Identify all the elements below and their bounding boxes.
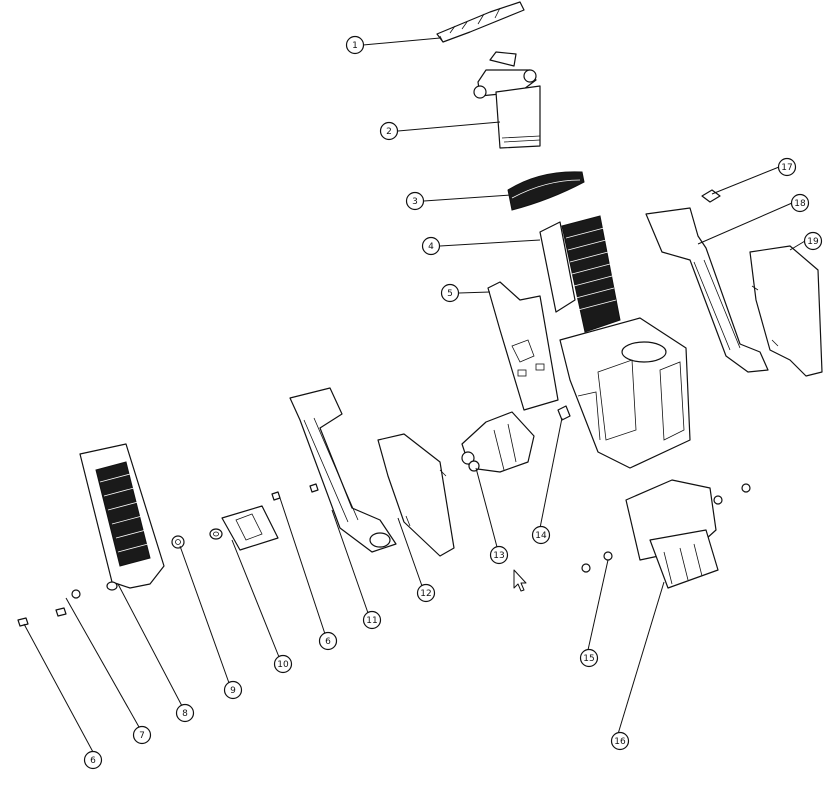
part-side-cover-right (749, 245, 823, 377)
part-washer-15c (713, 495, 723, 505)
callout-label: 6 (90, 756, 96, 766)
callout-6: 6 (83, 750, 103, 770)
callout-8: 8 (175, 703, 195, 723)
callout-3: 3 (405, 191, 425, 211)
callout-label: 13 (493, 551, 504, 561)
part-screw-7 (55, 607, 67, 617)
part-washer-10 (209, 528, 223, 540)
callout-9: 9 (223, 680, 243, 700)
callout-16: 16 (610, 731, 630, 751)
part-main-body (539, 215, 691, 469)
callout-label: 16 (614, 737, 626, 747)
part-gear-ring (507, 171, 585, 211)
callout-label: 5 (447, 289, 453, 299)
callout-label: 19 (807, 237, 819, 247)
callout-12: 12 (416, 583, 436, 603)
callout-label: 7 (139, 731, 145, 741)
part-long-arm (289, 387, 397, 553)
callout-17: 17 (777, 157, 797, 177)
callout-label: 14 (535, 531, 547, 541)
callout-18: 18 (790, 193, 810, 213)
part-small-pin (557, 405, 571, 421)
part-nut (171, 535, 185, 549)
callout-label: 9 (230, 686, 236, 696)
part-arm-bracket (645, 207, 769, 373)
callout-label: 8 (182, 709, 188, 719)
callout-label: 18 (794, 199, 806, 209)
part-screw-6b (309, 483, 319, 493)
callout-5: 5 (440, 283, 460, 303)
part-side-cover (377, 433, 455, 557)
callout-14: 14 (531, 525, 551, 545)
callout-4: 4 (421, 236, 441, 256)
callout-label: 1 (352, 41, 358, 51)
callout-19: 19 (803, 231, 823, 251)
callout-label: 17 (781, 163, 792, 173)
leader-lines (23, 37, 806, 753)
mouse-pointer-icon (513, 569, 527, 592)
part-top-cover (436, 1, 525, 43)
callout-label: 11 (366, 616, 377, 626)
callouts: 1 2 3 4 5 6 7 8 (83, 35, 823, 770)
callout-2: 2 (379, 121, 399, 141)
part-heater-frame (79, 443, 165, 591)
part-small-plate (221, 505, 279, 551)
callout-15: 15 (579, 648, 599, 668)
callout-1: 1 (345, 35, 365, 55)
callout-11: 11 (362, 610, 382, 630)
part-mechanism-block (461, 411, 535, 473)
part-motor (473, 51, 541, 149)
callout-7: 7 (132, 725, 152, 745)
callout-label: 6 (325, 637, 331, 647)
part-valve-block (625, 479, 719, 589)
part-screw-6c (17, 617, 29, 627)
callout-label: 3 (412, 197, 418, 207)
part-screw-6a (271, 491, 281, 501)
callout-6b: 6 (318, 631, 338, 651)
callout-label: 12 (420, 589, 431, 599)
callout-10: 10 (273, 654, 293, 674)
part-washer-7 (71, 589, 81, 599)
callout-label: 15 (583, 654, 594, 664)
callout-label: 4 (428, 242, 434, 252)
callout-label: 10 (277, 660, 289, 670)
part-washer-15d (741, 483, 751, 493)
part-washer-15b (603, 551, 613, 561)
callout-label: 2 (386, 127, 392, 137)
part-bracket-plate (487, 281, 559, 411)
part-washer-15a (581, 563, 591, 573)
callout-13: 13 (489, 545, 509, 565)
